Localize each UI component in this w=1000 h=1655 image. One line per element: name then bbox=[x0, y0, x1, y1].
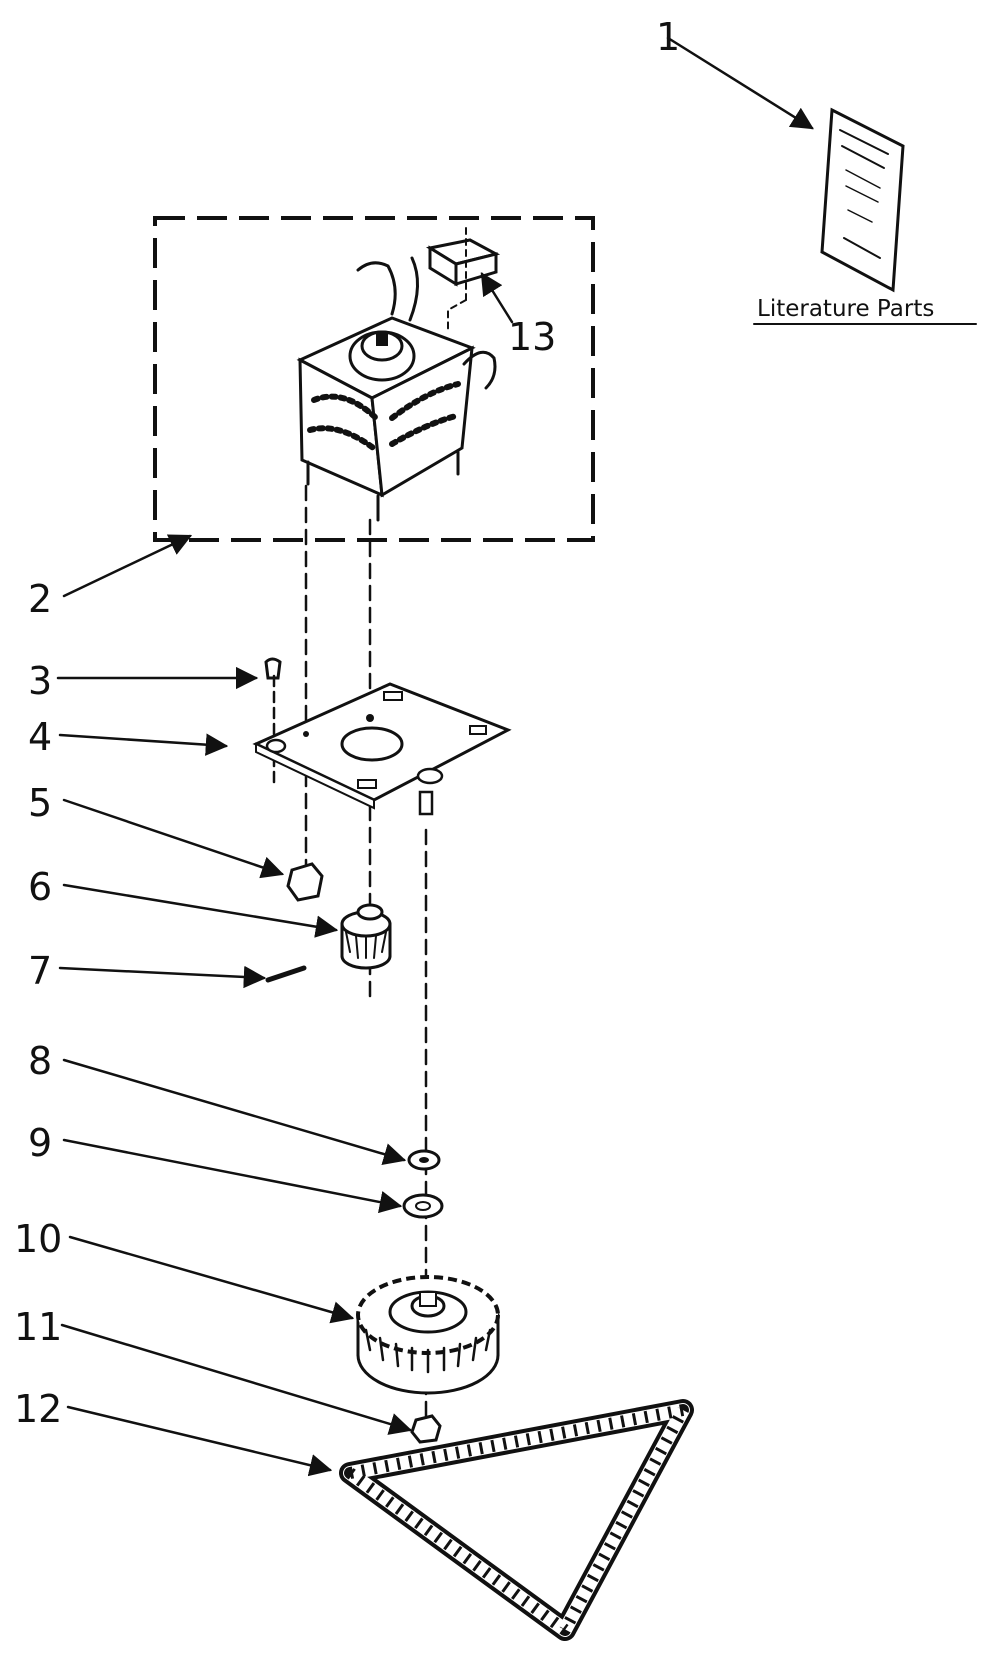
lock-washer bbox=[407, 1149, 441, 1171]
drive-motor bbox=[296, 256, 497, 522]
mounting-bolt bbox=[264, 657, 282, 788]
callout-12: 12 bbox=[14, 1387, 62, 1431]
callout-5: 5 bbox=[28, 781, 52, 825]
drive-chain bbox=[339, 1399, 694, 1641]
spacer-washer bbox=[402, 1193, 444, 1219]
callout-7: 7 bbox=[28, 949, 52, 993]
motor-mounting-plate bbox=[252, 682, 512, 816]
driven-sprocket-gear bbox=[356, 1275, 500, 1395]
callout-11: 11 bbox=[14, 1305, 62, 1349]
callout-3: 3 bbox=[28, 659, 52, 703]
leader-arrows bbox=[56, 36, 814, 1477]
callout-13: 13 bbox=[508, 315, 556, 359]
callout-4: 4 bbox=[28, 715, 52, 759]
callout-10: 10 bbox=[14, 1217, 62, 1261]
motor-switch-part bbox=[425, 227, 501, 331]
callout-9: 9 bbox=[28, 1121, 52, 1165]
drive-sprocket bbox=[340, 903, 392, 970]
motor-assembly-box bbox=[153, 216, 595, 542]
literature-parts-label: Literature Parts bbox=[757, 296, 934, 322]
callout-1: 1 bbox=[656, 15, 680, 59]
drive-pin bbox=[265, 965, 307, 983]
literature-booklet bbox=[820, 107, 905, 293]
callout-8: 8 bbox=[28, 1039, 52, 1083]
hex-nut bbox=[286, 862, 324, 902]
sprocket-nut bbox=[410, 1414, 442, 1444]
callout-6: 6 bbox=[28, 865, 52, 909]
callout-2: 2 bbox=[28, 577, 52, 621]
